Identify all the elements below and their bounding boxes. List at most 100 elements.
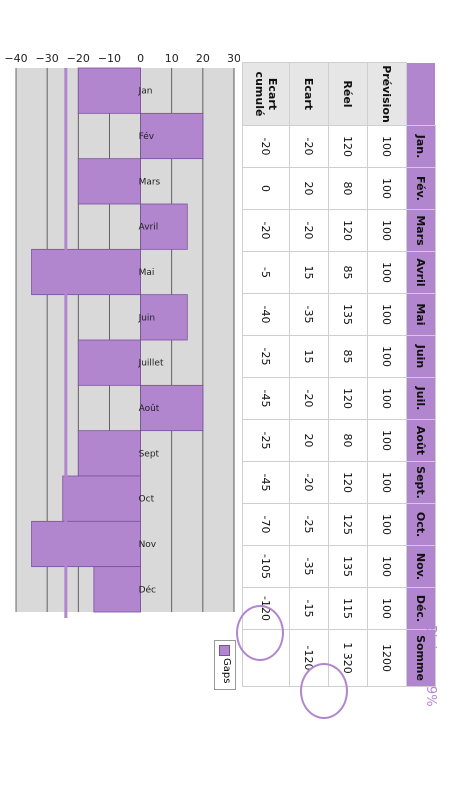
sum-cell: 1200	[367, 629, 407, 687]
table-cell: 20	[289, 419, 329, 462]
table-cell: 115	[328, 587, 368, 630]
table-corner	[406, 62, 436, 126]
gap-bar	[31, 248, 141, 296]
y-tick-label: −10	[98, 52, 121, 65]
month-header: Jan.	[406, 125, 436, 168]
table-cell: 15	[289, 251, 329, 294]
row-label: Ecart cumulé	[242, 62, 290, 126]
table-cell: 120	[328, 209, 368, 252]
table-cell: 100	[367, 587, 407, 630]
y-tick-label: 30	[227, 52, 240, 65]
table-cell: -15	[289, 587, 329, 630]
month-header: Juil.	[406, 377, 436, 420]
table-cell: -20	[242, 125, 290, 168]
table-cell: 0	[242, 167, 290, 210]
gap-bar	[140, 294, 188, 341]
x-tick-label: Fév	[139, 131, 155, 142]
table-cell: -20	[242, 209, 290, 252]
gap-bar	[140, 203, 188, 250]
x-tick-label: Juin	[138, 313, 156, 323]
table-header-row: Jan. Fév. Mars Avril Mai Juin Juil. Août…	[406, 62, 436, 687]
x-tick-label: Mars	[139, 177, 161, 187]
y-tick-label: −40	[4, 52, 27, 65]
table-cell: -45	[242, 377, 290, 420]
table-cell: 100	[367, 125, 407, 168]
sum-gap-circle	[300, 663, 348, 719]
y-tick-label: 0	[137, 52, 144, 65]
table-cell: 100	[367, 545, 407, 588]
table-cell: 85	[328, 251, 368, 294]
x-tick-label: Août	[139, 404, 160, 414]
row-label: Prévision	[367, 62, 407, 126]
month-header: Août	[406, 419, 436, 462]
table-cell: 120	[328, 125, 368, 168]
table-cell: -5	[242, 251, 290, 294]
month-header: Nov.	[406, 545, 436, 588]
table-cell: 125	[328, 503, 368, 546]
gap-bar	[140, 112, 204, 160]
gap-bar	[93, 566, 141, 613]
x-tick-label: Juillet	[138, 359, 164, 369]
table-cell: 100	[367, 461, 407, 504]
y-tick-label: −20	[67, 52, 90, 65]
forecast-table: Jan. Fév. Mars Avril Mai Juin Juil. Août…	[242, 62, 436, 687]
cumulative-gap-circle	[236, 605, 284, 661]
table-cell: 100	[367, 377, 407, 420]
month-header: Fév.	[406, 167, 436, 210]
gaps-bar-chart: 3020100−10−20−30−40JanFévMarsAvrilMaiJui…	[4, 52, 240, 618]
table-row: Ecart cumulé -20 0 -20 -5 -40 -25 -45 -2…	[242, 62, 290, 687]
month-header: Sept.	[406, 461, 436, 504]
table-cell: 135	[328, 545, 368, 588]
gap-bar	[77, 339, 141, 386]
table-cell: -35	[289, 545, 329, 588]
table-cell: 135	[328, 293, 368, 336]
table-cell: 100	[367, 167, 407, 210]
table-cell: 120	[328, 377, 368, 420]
gap-bar	[62, 475, 141, 522]
table-cell: -25	[242, 419, 290, 462]
x-tick-label: Avril	[139, 223, 159, 233]
table-cell: 120	[328, 461, 368, 504]
table-cell: -20	[289, 377, 329, 420]
table-cell: 85	[328, 335, 368, 378]
gap-bar	[140, 384, 204, 432]
month-header: Juin	[406, 335, 436, 378]
row-label: Ecart	[289, 62, 329, 126]
gap-bar	[77, 158, 141, 205]
row-label: Réel	[328, 62, 368, 126]
x-tick-label: Sept	[139, 449, 160, 459]
table-cell: 100	[367, 503, 407, 546]
table-cell: 15	[289, 335, 329, 378]
table-cell: 80	[328, 167, 368, 210]
y-tick-label: −30	[36, 52, 59, 65]
table-cell: -25	[242, 335, 290, 378]
gap-bar	[31, 520, 141, 568]
table-cell: 100	[367, 251, 407, 294]
table-row: Ecart -20 20 -20 15 -35 15 -20 20 -20 -2…	[289, 62, 329, 687]
x-tick-label: Déc	[139, 584, 156, 595]
table-cell: -105	[242, 545, 290, 588]
x-tick-label: Nov	[139, 540, 157, 550]
y-tick-label: 20	[196, 52, 210, 65]
x-tick-label: Jan	[138, 87, 153, 97]
table-cell: -25	[289, 503, 329, 546]
month-header: Déc.	[406, 587, 436, 630]
month-header: Mars	[406, 209, 436, 252]
bias-label: Biais = −9%	[423, 625, 438, 707]
table-row: Réel 120 80 120 85 135 85 120 80 120 125…	[328, 62, 368, 687]
table-cell: -20	[289, 461, 329, 504]
x-tick-label: Oct	[139, 495, 155, 505]
table-cell: 80	[328, 419, 368, 462]
month-header: Avril	[406, 251, 436, 294]
table-row: Prévision 100 100 100 100 100 100 100 10…	[367, 62, 407, 687]
table-cell: -35	[289, 293, 329, 336]
table-cell: 100	[367, 335, 407, 378]
table-cell: -20	[289, 125, 329, 168]
table-cell: -40	[242, 293, 290, 336]
table-cell: 100	[367, 293, 407, 336]
table-cell: -70	[242, 503, 290, 546]
y-tick-label: 10	[165, 52, 179, 65]
table-cell: -45	[242, 461, 290, 504]
month-header: Mai	[406, 293, 436, 336]
